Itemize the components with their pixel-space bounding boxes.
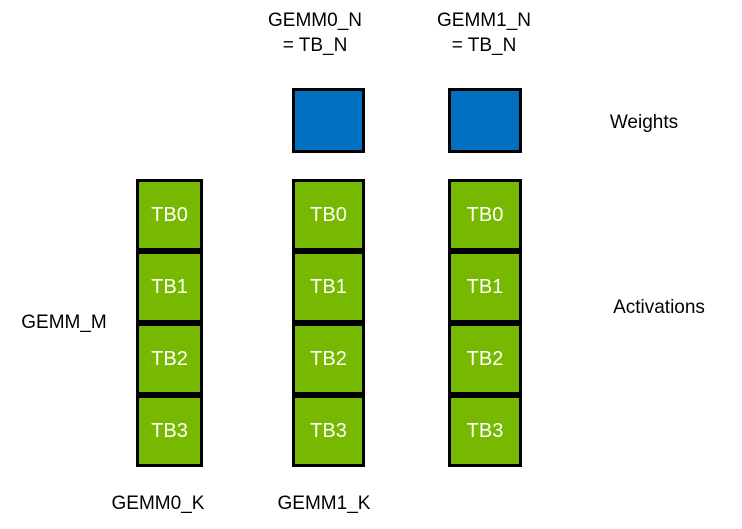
gemm0-n-label: GEMM0_N = TB_N	[245, 8, 385, 58]
tb-block: TB3	[292, 395, 365, 467]
gemm1-n-label-line2: = TB_N	[451, 35, 517, 56]
gemm0-n-label-line1: GEMM0_N	[268, 10, 362, 31]
tb-block: TB3	[448, 395, 522, 467]
tb-block: TB2	[448, 323, 522, 395]
activations-label: Activations	[613, 297, 705, 318]
gemm1-k-label: GEMM1_K	[277, 493, 371, 514]
tb-block: TB0	[448, 179, 522, 251]
tb-block: TB2	[136, 323, 203, 395]
gemm-m-label: GEMM_M	[21, 312, 107, 333]
tb-block: TB0	[292, 179, 365, 251]
tb-block: TB1	[448, 251, 522, 323]
gemm0-k-label: GEMM0_K	[111, 493, 205, 514]
activation-column-gemm1: TB0 TB1 TB2 TB3	[448, 179, 522, 467]
activation-column-gemm0: TB0 TB1 TB2 TB3	[292, 179, 365, 467]
tb-block: TB3	[136, 395, 203, 467]
gemm0-n-label-line2: = TB_N	[282, 35, 348, 56]
weight-tile-gemm0	[292, 88, 365, 153]
tb-block: TB1	[292, 251, 365, 323]
tb-block: TB0	[136, 179, 203, 251]
gemm1-n-label-line1: GEMM1_N	[437, 10, 531, 31]
tb-block: TB1	[136, 251, 203, 323]
tb-block: TB2	[292, 323, 365, 395]
weight-tile-gemm1	[448, 88, 522, 153]
weights-label: Weights	[609, 112, 679, 133]
gemm1-n-label: GEMM1_N = TB_N	[414, 8, 554, 58]
activation-column-left: TB0 TB1 TB2 TB3	[136, 179, 203, 467]
